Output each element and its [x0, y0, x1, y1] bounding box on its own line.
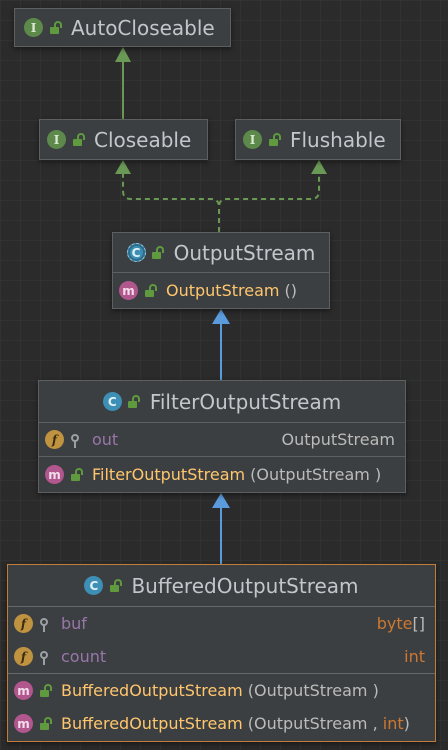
field-icon: f [45, 430, 64, 449]
closeable-header: I Closeable [40, 120, 207, 159]
edge-outputstream-closeable [122, 172, 220, 232]
public-lock-icon [47, 19, 62, 37]
public-lock-icon [68, 466, 83, 484]
method-row[interactable]: m FilterOutputStream (OutputStream ) [39, 456, 405, 492]
protected-key-icon [68, 431, 82, 449]
closeable-name: Closeable [94, 127, 192, 152]
method-icon: m [45, 465, 64, 484]
bufferedoutputstream-header: C BufferedOutputStream [8, 565, 435, 607]
method-args: (OutputStream ) [245, 465, 382, 484]
field-row[interactable]: f out OutputStream [39, 423, 405, 456]
method-args: (OutputStream ) [242, 681, 379, 700]
field-type: OutputStream [281, 430, 395, 449]
method-args: () [279, 281, 298, 300]
method-icon: m [14, 714, 33, 733]
interface-icon: I [243, 130, 262, 149]
field-row[interactable]: f count int [8, 640, 435, 673]
interface-icon: I [24, 18, 43, 37]
field-type-suffix: [] [412, 614, 425, 633]
public-lock-icon [37, 715, 52, 733]
public-lock-icon [150, 244, 165, 262]
public-lock-icon [107, 577, 122, 595]
public-lock-icon [126, 393, 141, 411]
arrowhead-outputstream [212, 309, 230, 324]
field-name: buf [61, 614, 87, 633]
flushable-header: I Flushable [236, 120, 400, 159]
arrowhead-filteroutputstream [212, 493, 230, 508]
public-lock-icon [70, 131, 85, 149]
outputstream-node[interactable]: C OutputStream m OutputStream () [112, 232, 330, 309]
method-args-prefix: (OutputStream , [242, 714, 383, 733]
edge-outputstream-flushable [218, 172, 320, 232]
field-name: out [92, 430, 119, 449]
filteroutputstream-node[interactable]: C FilterOutputStream f out OutputStream … [38, 380, 406, 493]
method-name: OutputStream [166, 281, 280, 300]
flushable-name: Flushable [290, 127, 386, 152]
flushable-node[interactable]: I Flushable [235, 119, 401, 160]
method-args-keyword: int [382, 714, 404, 733]
autocloseable-header: I AutoCloseable [15, 9, 230, 46]
autocloseable-node[interactable]: I AutoCloseable [14, 8, 231, 47]
closeable-node[interactable]: I Closeable [39, 119, 208, 160]
field-icon: f [14, 614, 33, 633]
protected-key-icon [37, 615, 51, 633]
field-name: count [61, 647, 107, 666]
field-icon: f [14, 647, 33, 666]
arrowhead-autocloseable [115, 47, 131, 62]
public-lock-icon [142, 282, 157, 300]
interface-icon: I [47, 130, 66, 149]
outputstream-header: C OutputStream [113, 233, 329, 273]
public-lock-icon [266, 131, 281, 149]
protected-key-icon [37, 648, 51, 666]
filteroutputstream-header: C FilterOutputStream [39, 381, 405, 423]
method-row[interactable]: m OutputStream () [113, 273, 329, 308]
arrowhead-closeable [115, 160, 131, 174]
method-icon: m [119, 281, 138, 300]
class-icon: C [84, 576, 104, 595]
arrowhead-flushable [311, 160, 327, 174]
bufferedoutputstream-node[interactable]: C BufferedOutputStream f buf byte [] f c… [7, 564, 436, 742]
method-name: FilterOutputStream [92, 465, 246, 484]
autocloseable-name: AutoCloseable [71, 15, 215, 40]
class-icon: C [102, 392, 122, 411]
filteroutputstream-name: FilterOutputStream [149, 389, 342, 414]
field-type: byte [376, 614, 413, 633]
public-lock-icon [37, 682, 52, 700]
method-row[interactable]: m BufferedOutputStream (OutputStream , i… [8, 707, 435, 740]
method-args-suffix: ) [403, 714, 410, 733]
bufferedoutputstream-name: BufferedOutputStream [131, 573, 359, 598]
method-icon: m [14, 681, 33, 700]
field-row[interactable]: f buf byte [] [8, 607, 435, 640]
method-row[interactable]: m BufferedOutputStream (OutputStream ) [8, 673, 435, 707]
method-name: BufferedOutputStream [61, 714, 243, 733]
method-name: BufferedOutputStream [61, 681, 243, 700]
abstract-class-icon: C [126, 243, 146, 262]
field-type: int [404, 647, 425, 666]
outputstream-name: OutputStream [173, 240, 316, 265]
